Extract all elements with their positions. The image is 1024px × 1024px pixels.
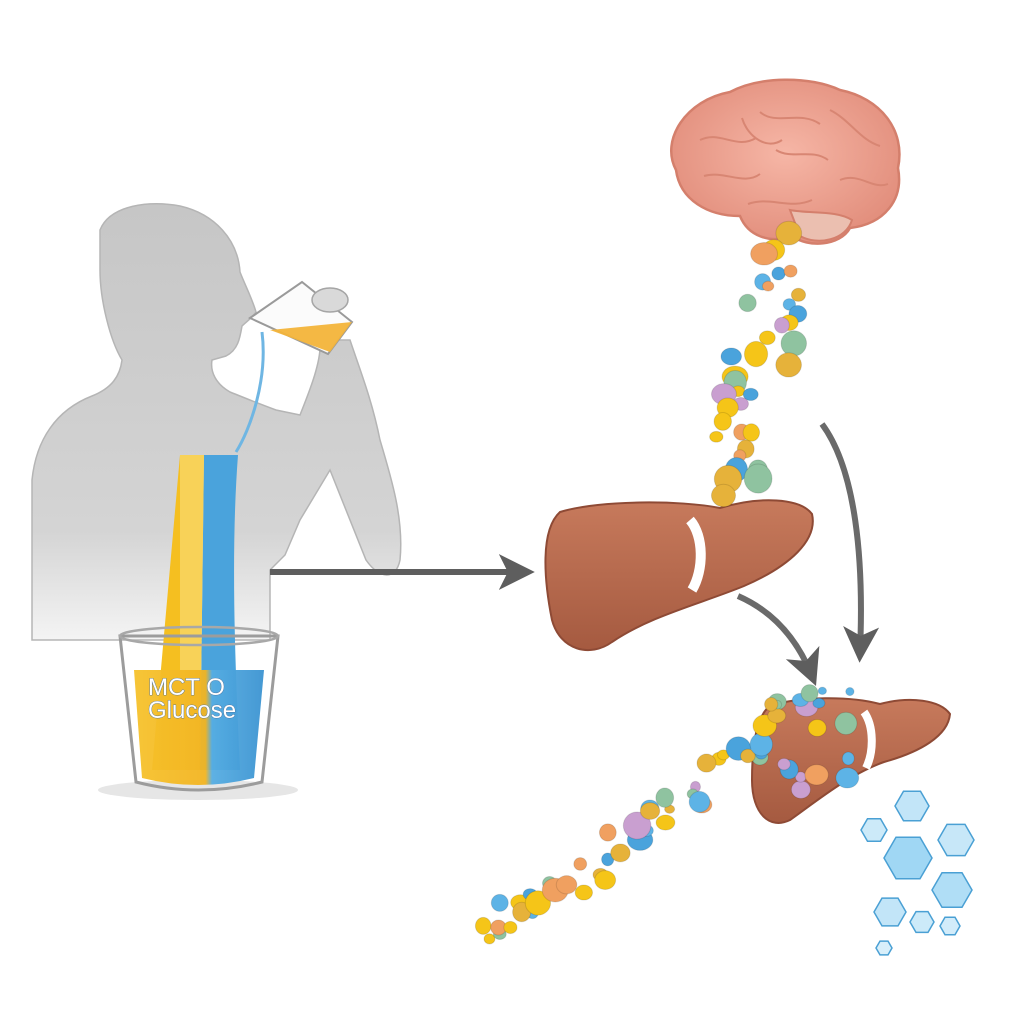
hexagon-icon (873, 897, 907, 927)
molecule-dot (622, 811, 652, 840)
molecule-dot (775, 352, 802, 378)
molecule-dot (738, 293, 757, 313)
molecule-dot (835, 767, 860, 789)
molecule-dot (713, 411, 732, 431)
hexagon-icon (931, 871, 973, 909)
molecule-dot (655, 787, 675, 808)
molecule-dot (773, 316, 790, 334)
molecule-dot (688, 790, 711, 813)
molecule-dot (709, 430, 724, 443)
molecule-dot (758, 330, 776, 346)
molecule-dot (696, 753, 717, 773)
liver-icon (544, 499, 814, 651)
molecule-dot (483, 933, 496, 945)
arrow-liver-to-small-liver (736, 593, 820, 687)
glass-label-line1: MCT O (148, 674, 225, 701)
molecule-dot (742, 387, 759, 402)
molecule-dot (800, 684, 819, 703)
molecule-dot (574, 884, 594, 901)
hexagon-icon (875, 940, 893, 956)
molecule-dot (817, 686, 827, 696)
hexagon-icon (883, 836, 933, 880)
molecule-dot (777, 757, 791, 771)
molecule-dot (474, 916, 492, 935)
person-silhouette-icon (31, 203, 402, 641)
glass-cup-icon: MCT O Glucose (98, 625, 298, 800)
molecule-dot (655, 814, 676, 831)
molecule-dot (804, 764, 829, 786)
molecule-dot (750, 242, 779, 266)
molecule-dot (639, 802, 661, 820)
molecule-dot (841, 751, 855, 766)
glass-label-line2: Glucose (148, 697, 236, 724)
molecule-dot (490, 893, 509, 912)
molecule-dot (790, 287, 807, 302)
molecule-dot (740, 748, 756, 764)
molecule-dot (771, 266, 786, 281)
drinking-glass-icon (247, 280, 354, 356)
molecule-dot (594, 870, 617, 891)
molecule-dot (610, 843, 631, 863)
molecule-dot (573, 857, 588, 871)
molecule-dot (783, 264, 798, 278)
molecule-dot (834, 711, 858, 736)
molecule-dot (812, 697, 826, 709)
molecule-dot (555, 875, 578, 895)
molecule-dot (598, 823, 617, 842)
molecule-dot (524, 890, 552, 916)
molecule-dot (743, 340, 769, 368)
molecule-dot (720, 347, 743, 366)
molecule-dot (764, 697, 779, 712)
hexagon-icon (937, 823, 975, 857)
molecule-dot (742, 423, 761, 442)
molecule-dot (743, 463, 773, 494)
molecule-dot (503, 920, 518, 935)
arrow-brain-stream-down (819, 422, 880, 663)
hexagon-cluster (860, 790, 975, 956)
molecule-dot (790, 780, 811, 799)
hexagon-icon (860, 817, 888, 843)
hexagon-icon (909, 910, 935, 934)
hexagon-icon (894, 790, 930, 822)
molecule-dot (710, 483, 737, 508)
molecule-particles (474, 220, 860, 945)
molecule-dot (761, 280, 775, 292)
molecule-dot (775, 220, 803, 246)
brain-icon (670, 78, 901, 245)
molecule-dot (807, 719, 827, 737)
molecule-dot (845, 686, 855, 697)
hexagon-icon (939, 916, 961, 936)
molecule-dot (780, 330, 808, 357)
